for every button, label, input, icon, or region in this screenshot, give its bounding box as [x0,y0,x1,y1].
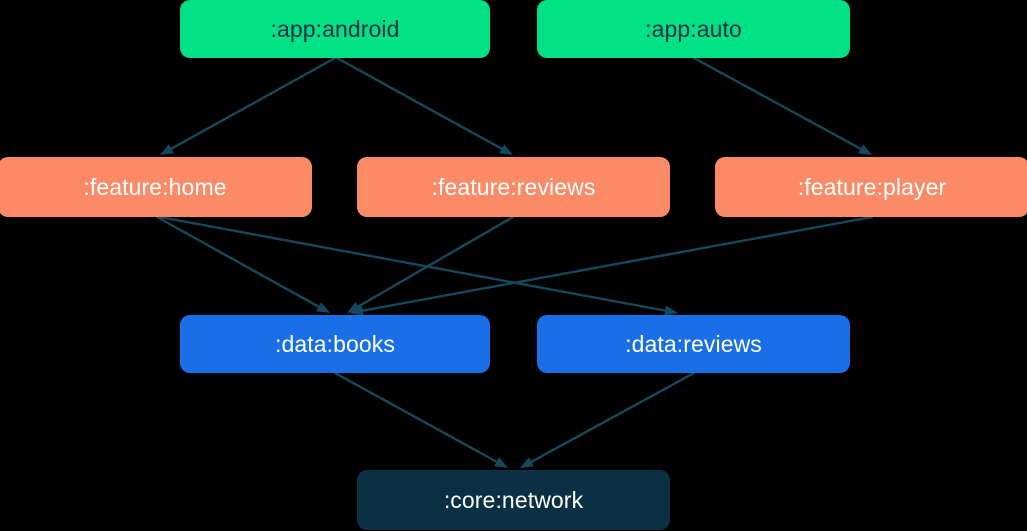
graph-edge-app-android-to-feature-reviews [335,56,513,155]
graph-edge-feature-home-to-data-reviews [158,215,678,316]
edge-line [158,215,667,312]
graph-node-core-network[interactable]: :core:network [357,470,670,530]
edge-line [357,215,515,308]
graph-edge-app-auto-to-feature-player [692,56,872,155]
edge-arrowhead-icon [499,144,513,155]
edge-arrowhead-icon [160,144,174,155]
edge-line [335,56,503,150]
edge-line [530,371,696,463]
edge-line [692,56,862,150]
graph-edge-data-books-to-core-network [333,371,508,468]
graph-node-label: :app:android [270,15,400,42]
graph-node-data-reviews[interactable]: :data:reviews [537,315,850,373]
edge-arrowhead-icon [347,301,361,313]
edge-arrowhead-icon [316,302,330,313]
edge-line [361,215,874,312]
graph-edge-data-reviews-to-core-network [520,371,696,468]
graph-edge-app-android-to-feature-home [160,56,337,155]
graph-node-app-android[interactable]: :app:android [180,0,490,58]
edge-arrowhead-icon [858,144,872,155]
graph-node-label: :core:network [443,486,584,513]
graph-node-feature-reviews[interactable]: :feature:reviews [357,157,670,217]
graph-node-label: :feature:home [83,173,227,200]
graph-node-label: :data:reviews [625,330,762,357]
edge-arrowhead-icon [494,457,508,468]
graph-edge-feature-player-to-data-books [350,215,874,316]
edge-line [170,56,337,150]
graph-edge-feature-home-to-data-books [155,215,330,313]
graph-node-label: :app:auto [645,15,742,42]
graph-edge-feature-reviews-to-data-books [347,215,515,313]
graph-node-data-books[interactable]: :data:books [180,315,490,373]
graph-node-feature-player[interactable]: :feature:player [715,157,1027,217]
graph-node-label: :feature:player [797,173,947,200]
graph-node-app-auto[interactable]: :app:auto [537,0,850,58]
graph-node-label: :data:books [274,330,396,357]
graph-node-label: :feature:reviews [431,173,596,200]
edge-arrowhead-icon [520,457,534,468]
graph-node-feature-home[interactable]: :feature:home [0,157,312,217]
edge-line [333,371,498,463]
edge-line [155,215,320,308]
